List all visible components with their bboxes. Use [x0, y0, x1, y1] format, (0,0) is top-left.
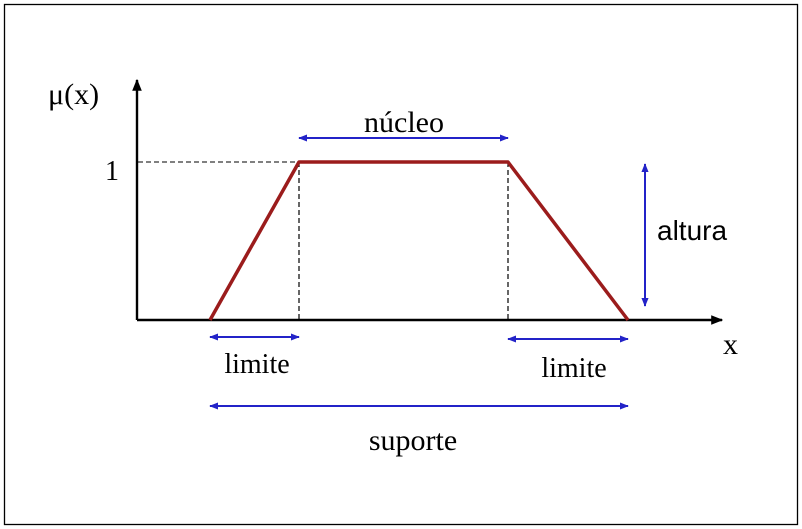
y-axis-label: μ(x) — [48, 78, 99, 111]
support-label: suporte — [369, 424, 457, 457]
core-label: núcleo — [364, 106, 444, 139]
height-label: altura — [657, 215, 727, 246]
limit-left-label: limite — [224, 349, 289, 380]
trapezoid-membership-line — [208, 160, 630, 322]
limit-right-label: limite — [541, 353, 606, 384]
y-tick-one-label: 1 — [105, 156, 119, 187]
x-axis-label: x — [723, 328, 738, 361]
